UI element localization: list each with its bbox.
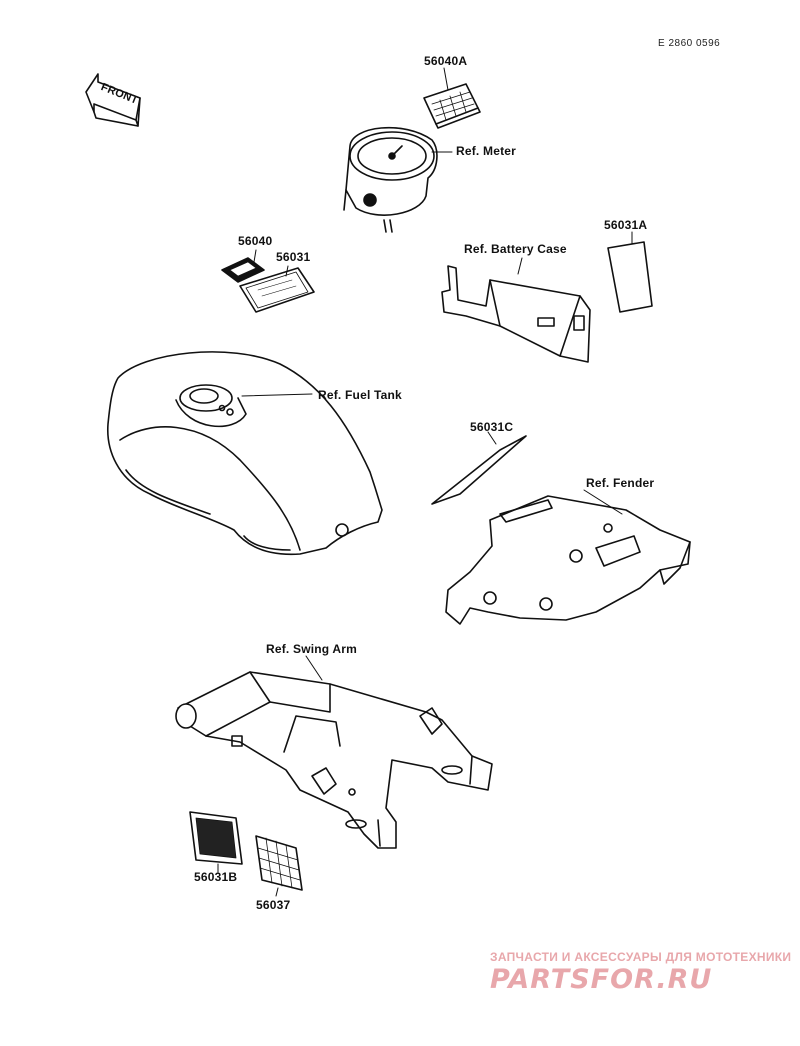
fender-shape — [445, 495, 691, 625]
label-56040a-shape — [423, 83, 481, 129]
label-56040-shape — [221, 257, 265, 283]
label-56037-shape — [255, 835, 303, 891]
ref-fuel-tank-label: Ref. Fuel Tank — [318, 388, 402, 402]
part-56040-label: 56040 — [238, 234, 273, 248]
meter-shape — [343, 126, 438, 233]
part-56037-label: 56037 — [256, 898, 291, 912]
fuel-tank-shape — [107, 351, 383, 556]
watermark-brand: PARTSFOR.RU — [490, 964, 713, 995]
figure-code: E 2860 0596 — [658, 38, 721, 49]
label-56031a-shape — [607, 241, 653, 313]
ref-swing-arm-label: Ref. Swing Arm — [266, 642, 358, 656]
watermark-subtitle: ЗАПЧАСТИ И АКСЕССУАРЫ ДЛЯ МОТОТЕХНИКИ — [490, 950, 792, 964]
part-56031c-label: 56031C — [470, 420, 514, 434]
part-56031a-label: 56031A — [604, 218, 648, 232]
part-56031b-label: 56031B — [194, 870, 238, 884]
part-56031-label: 56031 — [276, 250, 311, 264]
ref-battery-case-label: Ref. Battery Case — [464, 242, 567, 256]
front-arrow-icon — [85, 73, 141, 127]
ref-fender-label: Ref. Fender — [586, 476, 655, 490]
battery-case-shape — [441, 265, 591, 363]
swing-arm-shape — [175, 671, 493, 849]
ref-meter-label: Ref. Meter — [456, 144, 517, 158]
part-56040a-label: 56040A — [424, 54, 468, 68]
label-56031b-shape — [189, 811, 243, 865]
label-56031c-shape — [431, 435, 527, 505]
label-56031-shape — [239, 267, 315, 313]
